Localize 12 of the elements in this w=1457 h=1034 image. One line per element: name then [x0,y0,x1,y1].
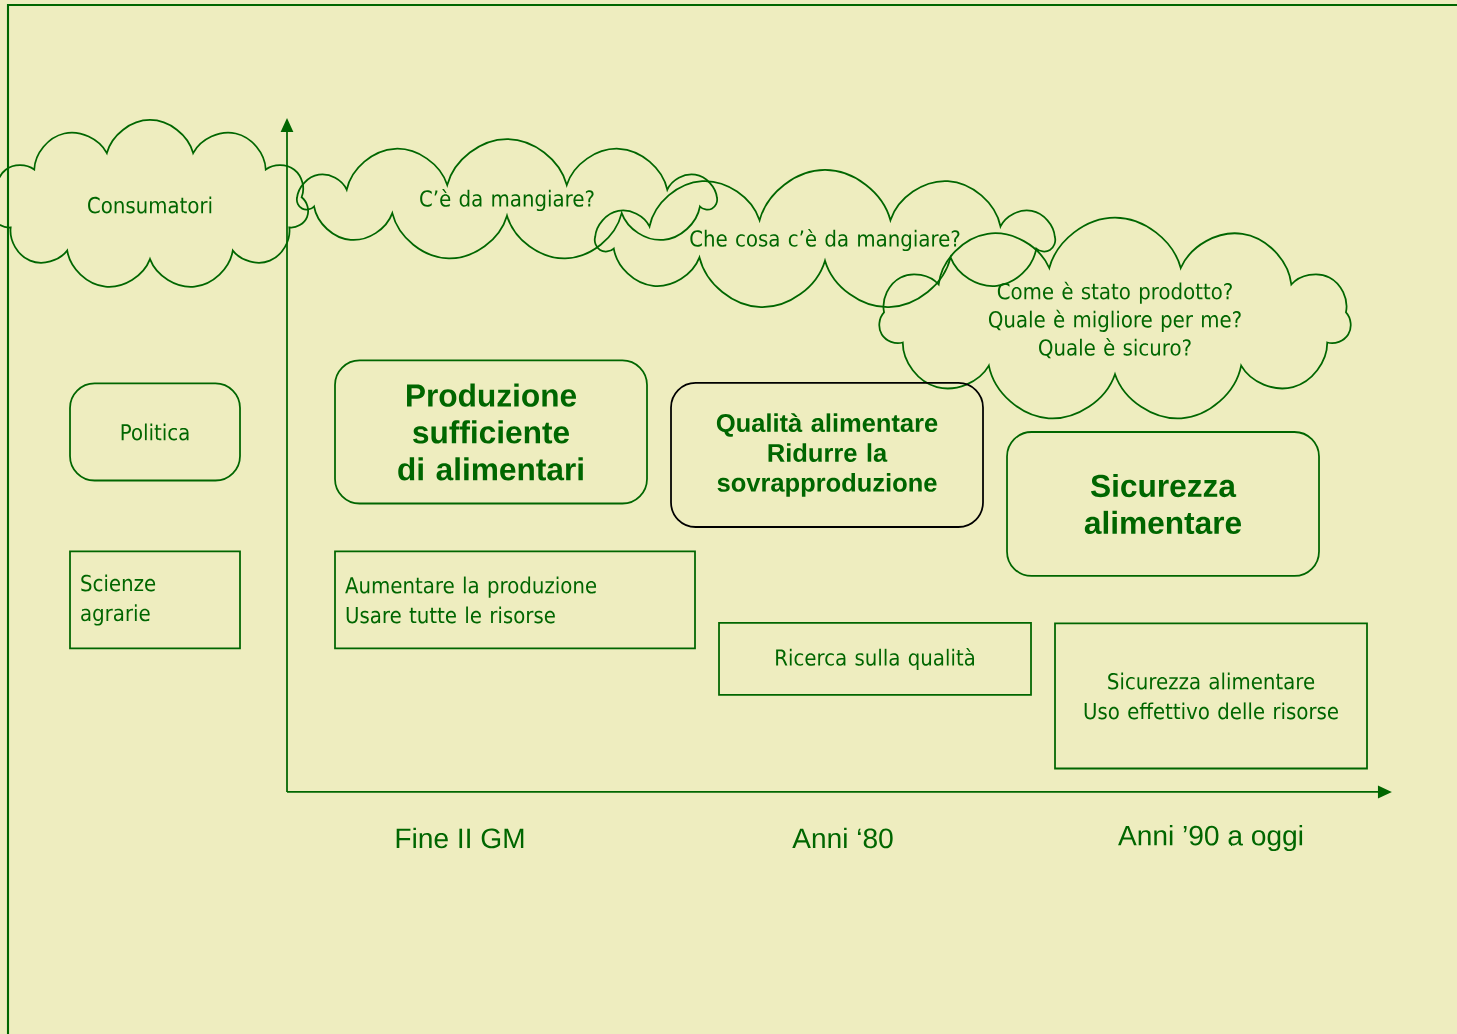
axis-label: Anni ’90 a oggi [1118,824,1303,852]
axis-label: Fine II GM [396,827,524,849]
text-box: Scienze agrarie [69,550,241,650]
thought-cloud: Consumatori [0,119,309,288]
text-box: Sicurezza alimentare Uso effettivo delle risorse [1054,622,1368,770]
text-box: Ricerca sulla qualità [718,622,1032,696]
rounded-box: Politica [69,382,241,482]
rounded-box: Qualità alimentare Ridurre la sovrapproduzione [670,382,984,528]
axis-label: Anni ‘80 [792,827,893,849]
rounded-box: Sicurezza alimentare [1006,431,1320,577]
rounded-box: Produzione sufficiente di alimentari [334,359,648,505]
text-box: Aumentare la produzione Usare tutte le risorse [334,550,696,650]
